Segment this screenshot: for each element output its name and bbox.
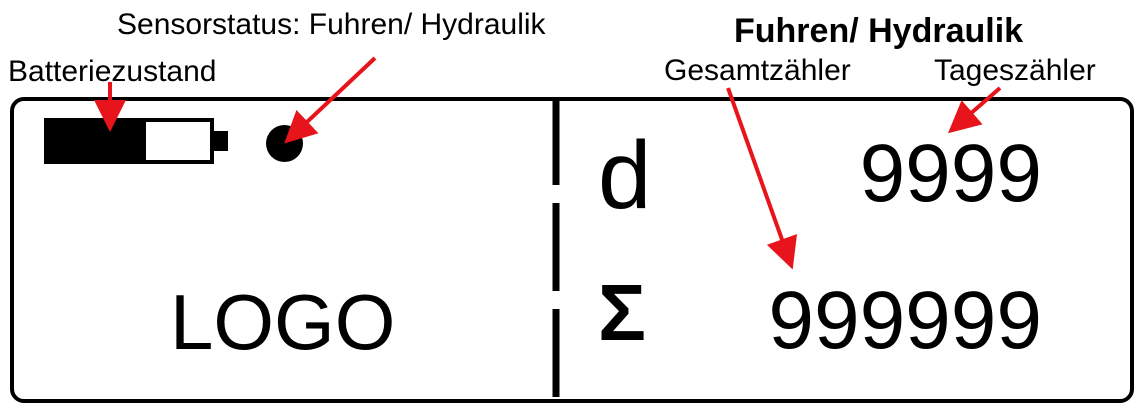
diagram-title: Fuhren/ Hydraulik: [734, 12, 1024, 50]
display-frame: [10, 97, 1134, 403]
battery-state-label: Batteriezustand: [8, 55, 217, 88]
battery-terminal: [214, 131, 228, 151]
logo-placeholder: LOGO: [170, 278, 396, 366]
sensor-status-label: Sensorstatus: Fuhren/ Hydraulik: [117, 8, 546, 41]
total-counter-label: Gesamtzähler: [664, 54, 851, 87]
daily-counter-value: 9999: [859, 128, 1042, 219]
daily-counter-label: Tageszähler: [934, 54, 1096, 87]
day-symbol: d: [598, 122, 652, 229]
sum-symbol: Σ: [598, 268, 647, 357]
sensor-status-indicator: [266, 125, 303, 162]
battery-fill: [46, 120, 146, 162]
battery-icon: [44, 118, 228, 164]
total-counter-value: 999999: [768, 275, 1042, 366]
